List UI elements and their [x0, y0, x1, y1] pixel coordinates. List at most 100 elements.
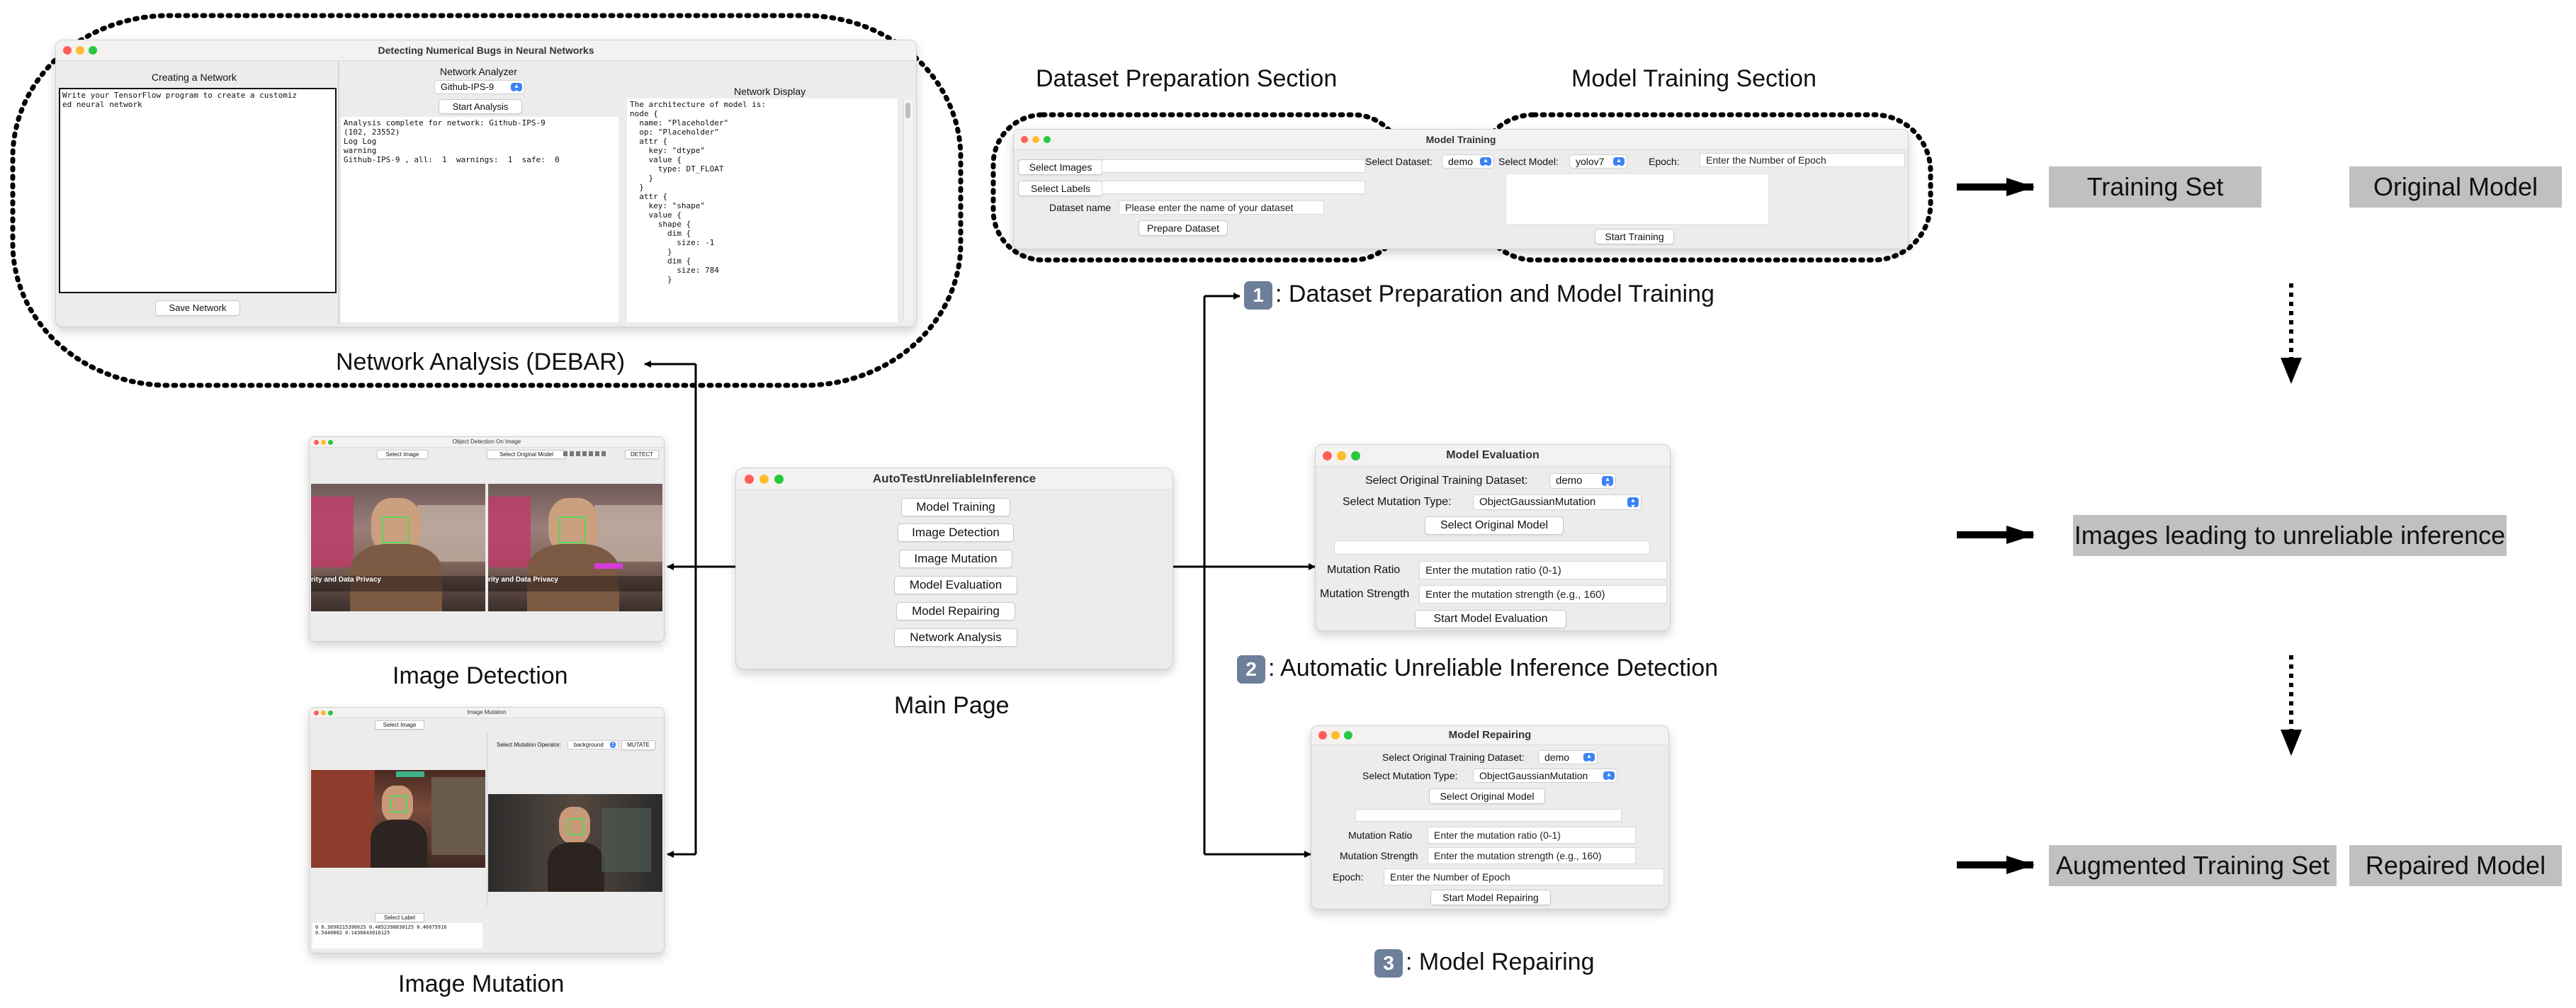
repair-dataset-select[interactable]: demo ▴▾: [1538, 750, 1598, 766]
scrollbar[interactable]: [903, 100, 913, 319]
chevron-updown-icon: ▴▾: [1602, 476, 1613, 489]
image-mutation-button[interactable]: Image Mutation: [899, 550, 1012, 568]
network-analyzer-header: Network Analyzer: [440, 66, 517, 77]
dataset-name-label: Dataset name: [1049, 202, 1112, 213]
model-select[interactable]: yolov7 ▴▾: [1569, 154, 1627, 171]
model-selector-strip[interactable]: [563, 451, 606, 456]
image-mutation-caption: Image Mutation: [398, 970, 565, 997]
network-select[interactable]: Github-IPS-9 ▴▾: [434, 80, 525, 96]
model-repairing-button[interactable]: Model Repairing: [896, 602, 1015, 621]
select-model-button[interactable]: Select Original Model: [487, 450, 566, 459]
image-detection-caption: Image Detection: [392, 662, 568, 689]
eval-dataset-select[interactable]: demo ▴▾: [1549, 473, 1616, 489]
eval-strength-field[interactable]: Enter the mutation strength (e.g., 160): [1419, 585, 1667, 604]
zoom-icon[interactable]: [774, 475, 784, 484]
eval-ratio-field[interactable]: Enter the mutation ratio (0-1): [1419, 561, 1667, 579]
epoch-placeholder: Enter the Number of Epoch: [1706, 154, 1826, 166]
dataset-name-field[interactable]: Please enter the name of your dataset: [1119, 200, 1324, 215]
unreliable-images-box: Images leading to unreliable inference: [2073, 515, 2507, 556]
select-image-button[interactable]: Select Image: [377, 450, 428, 459]
evaluation-title: Model Evaluation: [1446, 449, 1540, 461]
photo-banner-text: rity and Data Privacy: [311, 576, 485, 591]
close-icon[interactable]: [314, 440, 319, 445]
select-image-button[interactable]: Select Image: [375, 720, 424, 730]
minimize-icon[interactable]: [321, 710, 326, 715]
scrollbar-thumb[interactable]: [905, 103, 910, 118]
model-training-button[interactable]: Model Training: [901, 498, 1010, 516]
mutation-operator-value: background: [574, 742, 604, 748]
minimize-icon[interactable]: [759, 475, 769, 484]
mutate-button[interactable]: MUTATE: [621, 740, 655, 750]
start-training-button[interactable]: Start Training: [1595, 229, 1674, 244]
eval-select-model-button[interactable]: Select Original Model: [1425, 516, 1564, 535]
minimize-icon[interactable]: [1032, 136, 1039, 143]
repair-strength-field[interactable]: Enter the mutation strength (e.g., 160): [1428, 847, 1636, 864]
repair-mutation-type-select[interactable]: ObjectGaussianMutation ▴▾: [1473, 769, 1617, 785]
dataset-select[interactable]: demo ▴▾: [1442, 154, 1494, 171]
network-code-editor[interactable]: Write your TensorFlow program to create …: [59, 88, 337, 293]
network-display-text: The architecture of model is: node { nam…: [627, 98, 898, 322]
select-labels-button[interactable]: Select Labels: [1018, 181, 1103, 196]
images-path-field[interactable]: [1102, 159, 1365, 173]
start-evaluation-button[interactable]: Start Model Evaluation: [1415, 610, 1566, 628]
repair-epoch-field[interactable]: Enter the Number of Epoch: [1384, 868, 1664, 885]
detect-button[interactable]: DETECT: [625, 450, 659, 459]
person-body: [371, 820, 427, 868]
network-analysis-button[interactable]: Network Analysis: [894, 628, 1017, 647]
eval-strength-placeholder: Enter the mutation strength (e.g., 160): [1425, 589, 1605, 601]
step3-caption: 3: Model Repairing: [1374, 948, 1594, 978]
repair-ratio-field[interactable]: Enter the mutation ratio (0-1): [1428, 827, 1636, 844]
mutation-operator-select[interactable]: background ▴▾: [567, 740, 618, 749]
model-evaluation-button[interactable]: Model Evaluation: [894, 576, 1017, 594]
start-repairing-button[interactable]: Start Model Repairing: [1430, 890, 1551, 905]
zoom-icon[interactable]: [328, 440, 333, 445]
repair-dataset-label: Select Original Training Dataset:: [1382, 752, 1525, 763]
zoom-icon[interactable]: [1351, 451, 1360, 460]
repair-dataset-value: demo: [1544, 752, 1570, 763]
photo-bg-shape: [431, 777, 485, 855]
image-detection-window: Object Detection On Image Select Image S…: [309, 436, 665, 642]
image-mutation-window: Image Mutation Select Image Select Mutat…: [309, 707, 665, 953]
training-titlebar: Model Training: [1014, 130, 1908, 150]
close-icon[interactable]: [1318, 731, 1327, 740]
minimize-icon[interactable]: [1337, 451, 1346, 460]
step1-caption: 1: Dataset Preparation and Model Trainin…: [1244, 281, 1714, 310]
repair-model-path-field[interactable]: [1355, 809, 1622, 822]
original-model-box: Original Model: [2349, 166, 2562, 208]
close-icon[interactable]: [745, 475, 754, 484]
eval-ratio-placeholder: Enter the mutation ratio (0-1): [1425, 565, 1561, 577]
minimize-icon[interactable]: [321, 440, 326, 445]
detection-box: [559, 516, 586, 543]
zoom-icon[interactable]: [89, 46, 97, 55]
photo-bg-shape: [601, 808, 651, 872]
image-detection-button[interactable]: Image Detection: [898, 523, 1014, 542]
save-network-button[interactable]: Save Network: [155, 300, 240, 316]
minimize-icon[interactable]: [76, 46, 84, 55]
model-evaluation-window: Model Evaluation Select Original Trainin…: [1315, 444, 1671, 631]
close-icon[interactable]: [1021, 136, 1028, 143]
chevron-updown-icon: ▴▾: [511, 83, 522, 96]
close-icon[interactable]: [314, 710, 319, 715]
repair-select-model-button[interactable]: Select Original Model: [1429, 788, 1545, 804]
epoch-field[interactable]: Enter the Number of Epoch: [1700, 153, 1905, 167]
zoom-icon[interactable]: [1344, 731, 1352, 740]
minimize-icon[interactable]: [1331, 731, 1340, 740]
select-label-button[interactable]: Select Label: [375, 913, 424, 922]
close-icon[interactable]: [63, 46, 72, 55]
eval-mutation-type-select[interactable]: ObjectGaussianMutation ▴▾: [1473, 494, 1642, 511]
photo-banner-text: rity and Data Privacy: [488, 576, 662, 591]
start-analysis-button[interactable]: Start Analysis: [439, 99, 522, 114]
prepare-dataset-button[interactable]: Prepare Dataset: [1139, 220, 1228, 236]
repair-ratio-label: Mutation Ratio: [1348, 829, 1413, 841]
zoom-icon[interactable]: [1044, 136, 1051, 143]
select-images-button[interactable]: Select Images: [1018, 159, 1103, 175]
mutation-titlebar: Image Mutation: [310, 708, 664, 718]
photo-sign: [396, 771, 424, 777]
zoom-icon[interactable]: [328, 710, 333, 715]
eval-model-path-field[interactable]: [1334, 540, 1650, 555]
chevron-updown-icon: ▴▾: [1583, 753, 1595, 766]
close-icon[interactable]: [1323, 451, 1332, 460]
repair-strength-placeholder: Enter the mutation strength (e.g., 160): [1434, 850, 1602, 861]
labels-path-field[interactable]: [1102, 181, 1365, 194]
step2-caption: 2: Automatic Unreliable Inference Detect…: [1237, 655, 1718, 684]
